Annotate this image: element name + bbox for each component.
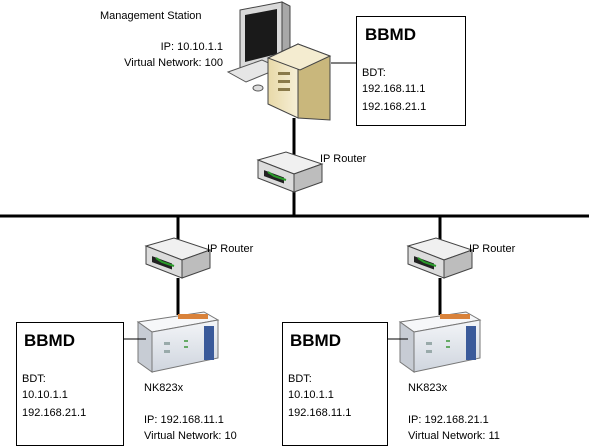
right-bbmd-title: BBMD — [290, 331, 341, 350]
right-bbmd-box: BBMD BDT: 10.10.1.1 192.168.11.1 — [282, 322, 388, 446]
top-bbmd-entry: 192.168.21.1 — [362, 101, 427, 113]
left-device-virtual-network: Virtual Network: 10 — [144, 430, 237, 442]
right-controller-icon — [398, 311, 482, 373]
right-device-name: NK823x — [408, 382, 448, 394]
top-router-label: IP Router — [320, 153, 367, 165]
computer-icon — [226, 1, 332, 121]
right-device-virtual-network: Virtual Network: 11 — [408, 430, 500, 442]
left-controller-icon — [136, 311, 220, 373]
right-router-icon — [406, 237, 474, 279]
top-bbmd-box: BBMD BDT: 192.168.11.1 192.168.21.1 — [356, 16, 466, 126]
management-station-ip: IP: 10.10.1.1 — [160, 41, 223, 53]
right-bbmd-entry: 192.168.11.1 — [288, 407, 352, 419]
right-device-ip: IP: 192.168.21.1 — [408, 414, 489, 426]
left-bbmd-entry: 10.10.1.1 — [22, 389, 68, 401]
top-bbmd-entry: 192.168.11.1 — [362, 83, 426, 95]
left-router-icon — [144, 237, 212, 279]
management-station-virtual-network: Virtual Network: 100 — [124, 57, 223, 69]
left-bbmd-entry: 192.168.21.1 — [22, 407, 87, 419]
right-bbmd-entry: 10.10.1.1 — [288, 389, 334, 401]
top-bbmd-bdt-label: BDT: — [362, 67, 386, 79]
top-router-icon — [256, 151, 324, 193]
right-router-label: IP Router — [469, 243, 516, 255]
left-bbmd-title: BBMD — [24, 331, 75, 350]
right-bbmd-bdt-label: BDT: — [288, 373, 312, 385]
top-bbmd-title: BBMD — [365, 25, 416, 44]
left-device-ip: IP: 192.168.11.1 — [144, 414, 224, 426]
left-router-label: IP Router — [207, 243, 254, 255]
left-device-name: NK823x — [144, 382, 184, 394]
left-bbmd-box: BBMD BDT: 10.10.1.1 192.168.21.1 — [16, 322, 124, 446]
left-bbmd-bdt-label: BDT: — [22, 373, 46, 385]
management-station-title: Management Station — [100, 10, 202, 22]
